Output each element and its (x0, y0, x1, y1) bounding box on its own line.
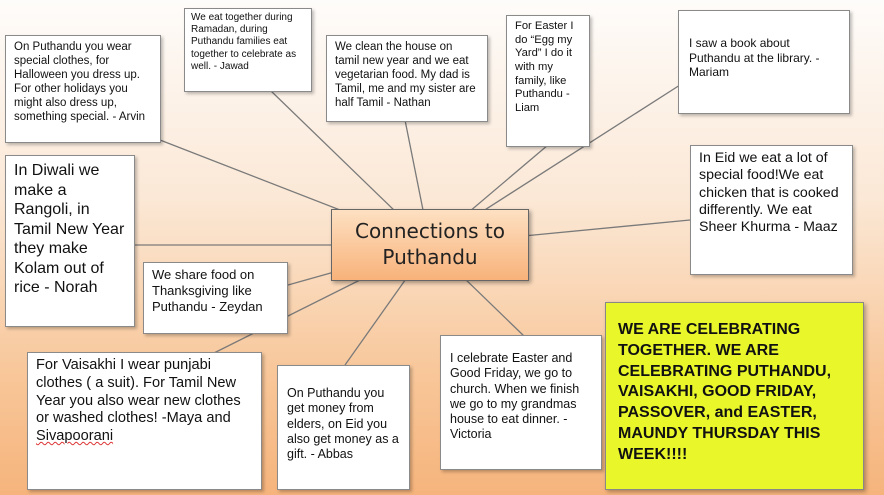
note-maya-name: Sivapoorani (36, 428, 114, 445)
note-abbas-text: On Puthandu you get money from elders, o… (287, 386, 399, 461)
note-abbas: On Puthandu you get money from elders, o… (277, 365, 410, 490)
note-jawad-text: We eat together during Ramadan, during P… (191, 12, 297, 72)
note-maaz: In Eid we eat a lot of special food!We e… (690, 145, 853, 275)
note-maya-text: For Vaisakhi I wear punjabi clothes ( a … (36, 357, 241, 427)
note-maya: For Vaisakhi I wear punjabi clothes ( a … (27, 352, 262, 490)
note-zeydan: We share food on Thanksgiving like Putha… (143, 262, 288, 334)
note-liam: For Easter I do “Egg my Yard” I do it wi… (506, 15, 590, 147)
note-jawad: We eat together during Ramadan, during P… (184, 8, 312, 92)
announcement-box: WE ARE CELEBRATING TOGETHER. WE ARE CELE… (605, 302, 864, 490)
announcement-text: WE ARE CELEBRATING TOGETHER. WE ARE CELE… (618, 321, 832, 463)
note-victoria: I celebrate Easter and Good Friday, we g… (440, 335, 602, 470)
note-norah-text: In Diwali we make a Rangoli, in Tamil Ne… (14, 162, 125, 297)
note-zeydan-text: We share food on Thanksgiving like Putha… (152, 267, 263, 314)
note-mariam-text: I saw a book about Puthandu at the libra… (689, 36, 820, 80)
note-maaz-text: In Eid we eat a lot of special food!We e… (699, 150, 839, 236)
note-arvin: On Puthandu you wear special clothes, fo… (5, 35, 161, 143)
note-arvin-text: On Puthandu you wear special clothes, fo… (14, 41, 146, 124)
note-norah: In Diwali we make a Rangoli, in Tamil Ne… (5, 155, 135, 327)
note-nathan: We clean the house on tamil new year and… (326, 35, 488, 122)
note-liam-text: For Easter I do “Egg my Yard” I do it wi… (515, 20, 574, 114)
note-nathan-text: We clean the house on tamil new year and… (335, 41, 476, 110)
center-topic-title: Connections to Puthandu (354, 219, 506, 269)
center-topic-box: Connections to Puthandu (331, 209, 529, 281)
note-mariam: I saw a book about Puthandu at the libra… (678, 10, 850, 114)
note-victoria-text: I celebrate Easter and Good Friday, we g… (450, 351, 580, 442)
